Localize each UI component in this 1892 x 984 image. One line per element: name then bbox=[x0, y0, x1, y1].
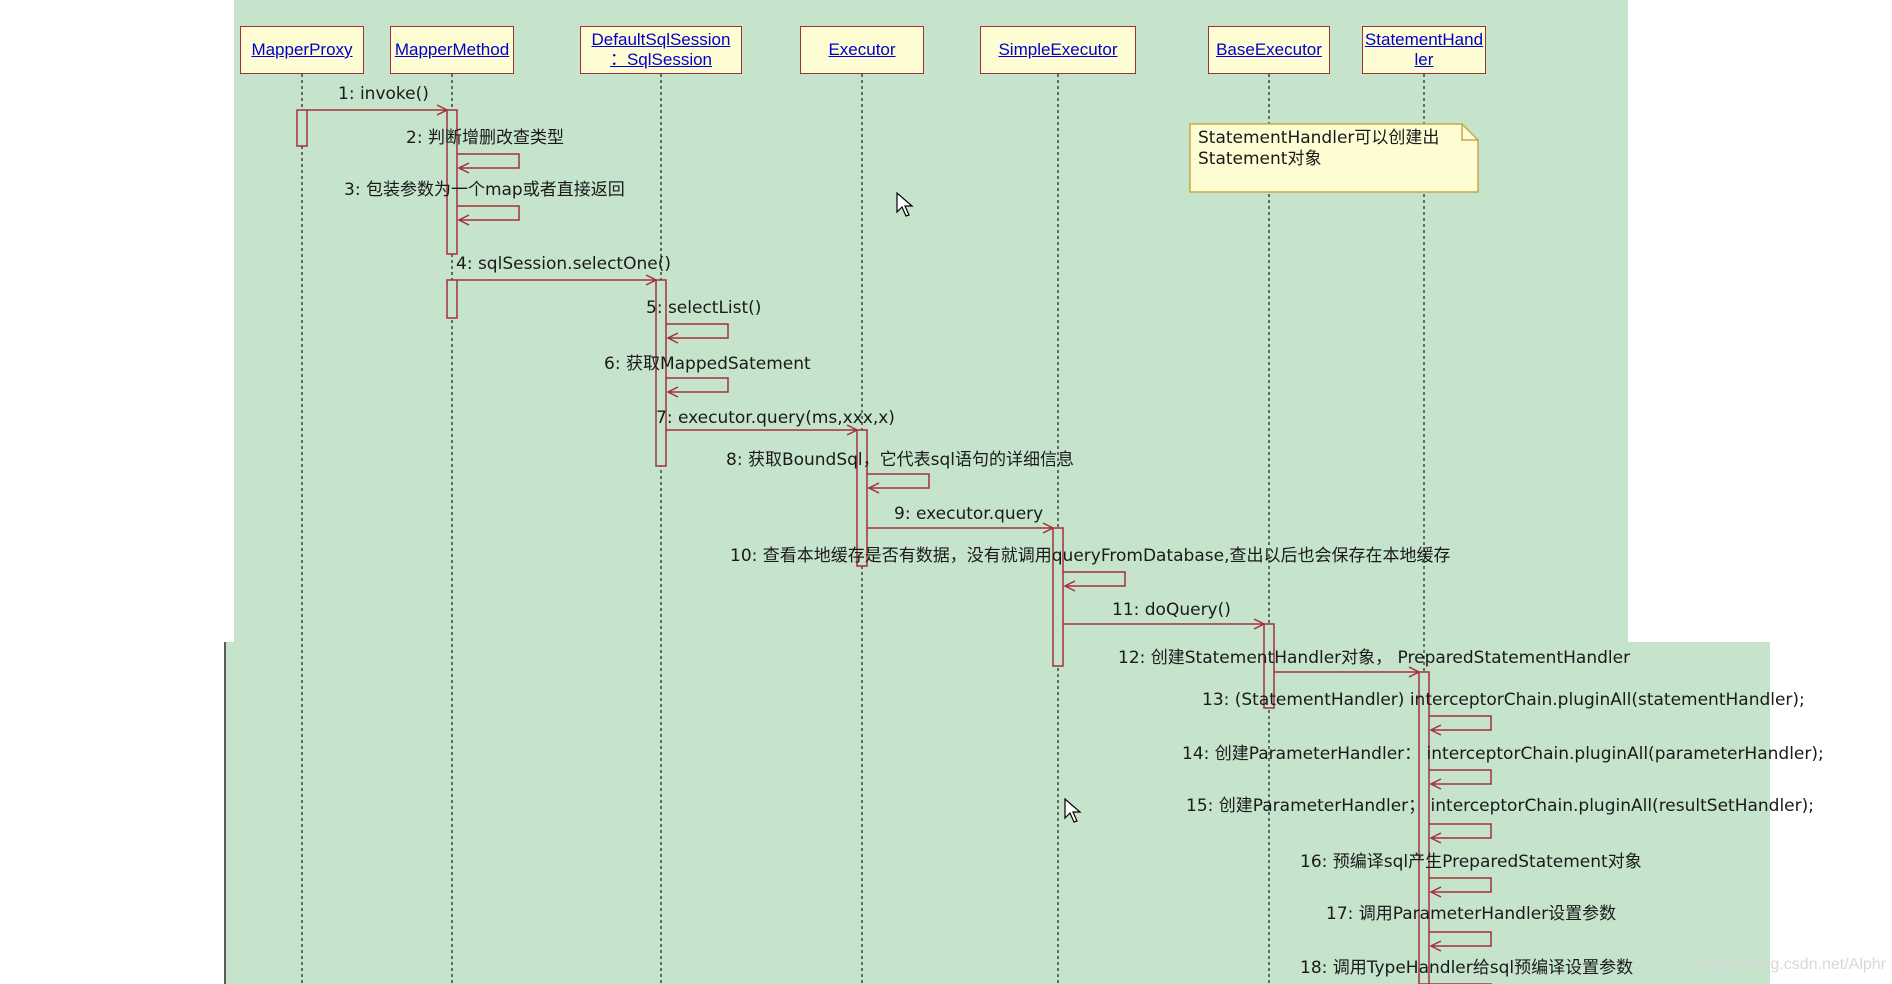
arrowhead bbox=[436, 104, 449, 116]
self-message-arrow bbox=[1429, 715, 1492, 731]
arrowhead bbox=[666, 332, 679, 344]
participant-label: MapperProxy bbox=[251, 40, 353, 59]
activation-bar bbox=[296, 109, 308, 147]
participant-mappermethod: MapperMethod bbox=[390, 26, 514, 74]
self-message-arrow bbox=[457, 153, 520, 169]
message-label-14: 14: 创建ParameterHandler： interceptorChain… bbox=[1182, 744, 1824, 764]
watermark: https://blog.csdn.net/Alphr bbox=[1701, 956, 1886, 973]
participant-label: BaseExecutor bbox=[1216, 40, 1322, 59]
participant-label: SimpleExecutor bbox=[998, 40, 1118, 59]
mouse-cursor-icon bbox=[1064, 798, 1082, 823]
message-label-11: 11: doQuery() bbox=[1112, 600, 1231, 620]
diagram-background-bottom bbox=[224, 642, 1770, 984]
arrowhead bbox=[1429, 886, 1442, 898]
self-message-arrow bbox=[457, 205, 520, 221]
message-label-17: 17: 调用ParameterHandler设置参数 bbox=[1326, 904, 1617, 924]
participant-executor: Executor bbox=[800, 26, 924, 74]
activation-bar bbox=[856, 429, 868, 567]
participant-baseexecutor: BaseExecutor bbox=[1208, 26, 1330, 74]
message-label-1: 1: invoke() bbox=[338, 84, 429, 104]
message-label-6: 6: 获取MappedSatement bbox=[604, 354, 811, 374]
diagram-background-top bbox=[234, 0, 1628, 642]
arrowhead bbox=[1429, 778, 1442, 790]
self-message-arrow bbox=[1063, 571, 1126, 587]
arrowhead bbox=[1408, 666, 1421, 678]
participant-label: Executor bbox=[828, 40, 896, 59]
message-label-2: 2: 判断增删改查类型 bbox=[406, 128, 564, 148]
arrowhead bbox=[457, 162, 470, 174]
arrowhead bbox=[645, 274, 658, 286]
activation-bar bbox=[1052, 527, 1064, 667]
self-message-arrow bbox=[666, 377, 729, 393]
message-label-16: 16: 预编译sql产生PreparedStatement对象 bbox=[1300, 852, 1642, 872]
note-text: StatementHandler可以创建出 Statement对象 bbox=[1198, 128, 1440, 169]
message-label-10: 10: 查看本地缓存是否有数据，没有就调用queryFromDatabase,查… bbox=[730, 546, 1451, 566]
message-label-5: 5: selectList() bbox=[646, 298, 762, 318]
self-message-arrow bbox=[666, 323, 729, 339]
arrowhead bbox=[1429, 940, 1442, 952]
participant-statementhandler: StatementHand ler bbox=[1362, 26, 1486, 74]
arrowhead bbox=[867, 482, 880, 494]
arrowhead bbox=[666, 386, 679, 398]
message-label-15: 15: 创建ParameterHandler； interceptorChain… bbox=[1186, 796, 1814, 816]
mouse-cursor-icon bbox=[896, 192, 914, 217]
note-fold bbox=[1461, 124, 1478, 141]
participant-label: MapperMethod bbox=[394, 40, 510, 59]
activation-bar bbox=[1263, 623, 1275, 709]
message-label-4: 4: sqlSession.selectOne() bbox=[456, 254, 671, 274]
participant-label: StatementHand ler bbox=[1364, 30, 1484, 69]
self-message-arrow bbox=[1429, 877, 1492, 893]
note-box bbox=[1189, 123, 1479, 193]
arrowhead bbox=[846, 424, 859, 436]
message-label-13: 13: (StatementHandler) interceptorChain.… bbox=[1202, 690, 1805, 710]
participant-mapperproxy: MapperProxy bbox=[240, 26, 364, 74]
message-label-18: 18: 调用TypeHandler给sql预编译设置参数 bbox=[1300, 958, 1634, 978]
arrowhead bbox=[457, 214, 470, 226]
self-message-arrow bbox=[1429, 823, 1492, 839]
arrowhead bbox=[1042, 522, 1055, 534]
message-label-8: 8: 获取BoundSql，它代表sql语句的详细信息 bbox=[726, 450, 1075, 470]
activation-bar bbox=[446, 279, 458, 319]
message-label-3: 3: 包装参数为一个map或者直接返回 bbox=[344, 180, 625, 200]
arrowhead bbox=[1429, 832, 1442, 844]
activation-bar bbox=[655, 279, 667, 467]
self-message-arrow bbox=[1429, 931, 1492, 947]
activation-bar bbox=[1418, 671, 1430, 984]
self-message-arrow bbox=[867, 473, 930, 489]
arrowhead bbox=[1063, 580, 1076, 592]
participant-label: DefaultSqlSession ：SqlSession bbox=[591, 30, 731, 69]
message-label-12: 12: 创建StatementHandler对象， PreparedStatem… bbox=[1118, 648, 1631, 668]
activation-bar bbox=[446, 109, 458, 255]
self-message-arrow bbox=[1429, 769, 1492, 785]
arrowhead bbox=[1253, 618, 1266, 630]
arrowhead bbox=[1429, 724, 1442, 736]
participant-defaultsqlsession: DefaultSqlSession ：SqlSession bbox=[580, 26, 742, 74]
message-label-7: 7: executor.query(ms,xxx,x) bbox=[656, 408, 895, 428]
participant-simpleexecutor: SimpleExecutor bbox=[980, 26, 1136, 74]
message-label-9: 9: executor.query bbox=[894, 504, 1044, 524]
